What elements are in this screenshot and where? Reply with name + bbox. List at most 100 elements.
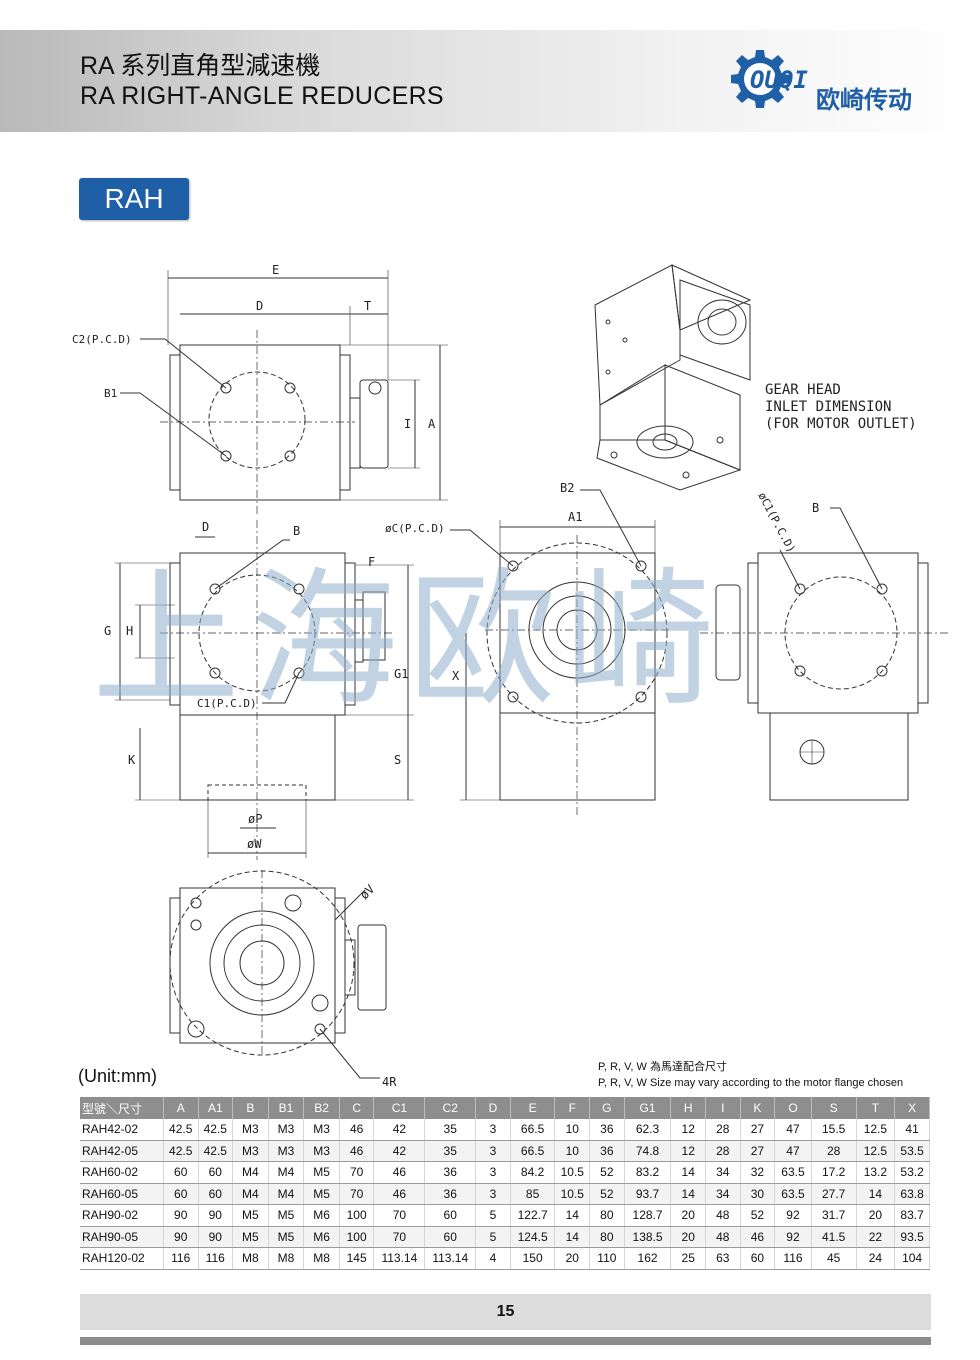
- dimension-cell: 12.5: [856, 1119, 896, 1141]
- dimension-cell: 60: [163, 1183, 199, 1205]
- dimension-cell: M8: [303, 1247, 340, 1270]
- dimension-cell: 66.5: [510, 1119, 556, 1141]
- dimension-cell: 17.2: [811, 1161, 857, 1184]
- dimension-cell: 22: [856, 1226, 896, 1248]
- note-cn: P, R, V, W 為馬達配合尺寸: [598, 1061, 727, 1073]
- dimension-cell: 85: [510, 1183, 556, 1205]
- dimension-cell: 28: [705, 1119, 741, 1141]
- dimension-cell: 47: [774, 1119, 812, 1141]
- dimension-cell: 4: [475, 1247, 511, 1270]
- table-header-cell: O: [774, 1097, 812, 1119]
- dimension-cell: 42: [373, 1140, 426, 1162]
- model-cell: RAH60-02: [80, 1161, 164, 1184]
- label-b2: B2: [560, 481, 574, 495]
- dimension-cell: 53.2: [894, 1161, 930, 1184]
- dimension-cell: 100: [339, 1226, 375, 1248]
- dimension-cell: 92: [774, 1226, 812, 1248]
- dimension-cell: 113.14: [424, 1247, 477, 1270]
- table-header-cell: K: [740, 1097, 776, 1119]
- dim-d-top: D: [256, 299, 263, 313]
- dimension-cell: 10: [554, 1119, 591, 1141]
- footer-line: [80, 1337, 931, 1345]
- dimension-cell: 113.14: [373, 1247, 426, 1270]
- right-side-view: [700, 507, 950, 801]
- label-c: øC(P.C.D): [385, 522, 445, 535]
- table-header-cell: S: [811, 1097, 857, 1119]
- dimension-cell: 3: [475, 1183, 511, 1205]
- dimension-cell: 84.2: [510, 1161, 556, 1184]
- dimension-cell: 5: [475, 1226, 511, 1248]
- dimension-cell: 46: [339, 1140, 375, 1162]
- dim-k: K: [128, 753, 136, 767]
- dimension-cell: M3: [232, 1140, 269, 1162]
- dimension-cell: M3: [268, 1140, 305, 1162]
- dimension-cell: 14: [856, 1183, 896, 1205]
- dimension-cell: 20: [670, 1204, 707, 1227]
- dim-i: I: [404, 417, 411, 431]
- dimension-cell: 41.5: [811, 1226, 857, 1248]
- dimension-cell: M4: [268, 1183, 305, 1205]
- dimension-cell: 83.2: [624, 1161, 672, 1184]
- dimension-cell: 3: [475, 1161, 511, 1184]
- dimension-cell: 30: [740, 1183, 776, 1205]
- header-band: [0, 30, 980, 132]
- dimension-cell: 48: [705, 1204, 741, 1227]
- table-header-cell: B2: [303, 1097, 340, 1119]
- dimension-cell: 27: [740, 1119, 776, 1141]
- label-b-right: B: [812, 501, 819, 515]
- dimension-cell: M5: [232, 1226, 269, 1248]
- dimension-cell: 14: [554, 1204, 591, 1227]
- dimension-cell: M4: [232, 1161, 269, 1184]
- dimension-cell: 10.5: [554, 1161, 591, 1184]
- dimension-cell: 10: [554, 1140, 591, 1162]
- dimension-cell: 60: [198, 1161, 234, 1184]
- dim-v: øV: [357, 882, 377, 902]
- dimension-cell: 90: [163, 1226, 199, 1248]
- dim-d-side: D: [202, 520, 209, 534]
- dimension-cell: 41: [894, 1119, 930, 1141]
- dimension-cell: 48: [705, 1226, 741, 1248]
- dimension-cell: 63.8: [894, 1183, 930, 1205]
- dimension-cell: 63.5: [774, 1183, 812, 1205]
- dimension-cell: 46: [339, 1119, 375, 1141]
- model-cell: RAH42-02: [80, 1119, 164, 1141]
- dimension-cell: 36: [589, 1140, 625, 1162]
- dimension-cell: 62.3: [624, 1119, 672, 1141]
- table-header-cell: 型號＼尺寸: [80, 1097, 164, 1119]
- table-header-cell: G: [589, 1097, 625, 1119]
- output-flange-view: [450, 489, 670, 815]
- page-title-en: RA RIGHT-ANGLE REDUCERS: [80, 82, 444, 110]
- table-header-cell: C1: [373, 1097, 426, 1119]
- model-cell: RAH90-02: [80, 1204, 164, 1227]
- dimension-cell: 20: [856, 1204, 896, 1227]
- dimension-cell: 12: [670, 1119, 707, 1141]
- dimension-cell: 45: [811, 1247, 857, 1270]
- table-header-cell: G1: [624, 1097, 672, 1119]
- dim-p: øP: [248, 812, 262, 826]
- dim-e: E: [272, 263, 279, 277]
- dimension-cell: 90: [198, 1204, 234, 1227]
- dimension-cell: 92: [774, 1204, 812, 1227]
- dimension-cell: 60: [424, 1226, 477, 1248]
- dimension-cell: 14: [670, 1183, 707, 1205]
- table-header-cell: C2: [424, 1097, 477, 1119]
- dimension-cell: M5: [268, 1226, 305, 1248]
- table-header-cell: F: [554, 1097, 591, 1119]
- table-header-cell: T: [856, 1097, 896, 1119]
- front-view: [120, 270, 448, 515]
- dimension-cell: 20: [554, 1247, 591, 1270]
- dimension-cell: 35: [424, 1119, 477, 1141]
- gear-head-note-2: INLET DIMENSION: [765, 399, 891, 415]
- dimension-cell: 60: [740, 1247, 776, 1270]
- dimension-cell: 110: [589, 1247, 625, 1270]
- dimension-cell: M5: [232, 1204, 269, 1227]
- dimension-cell: M3: [268, 1119, 305, 1141]
- dimension-cell: 70: [373, 1204, 426, 1227]
- dimension-cell: 10.5: [554, 1183, 591, 1205]
- dim-a: A: [428, 417, 436, 431]
- dimension-cell: 52: [589, 1183, 625, 1205]
